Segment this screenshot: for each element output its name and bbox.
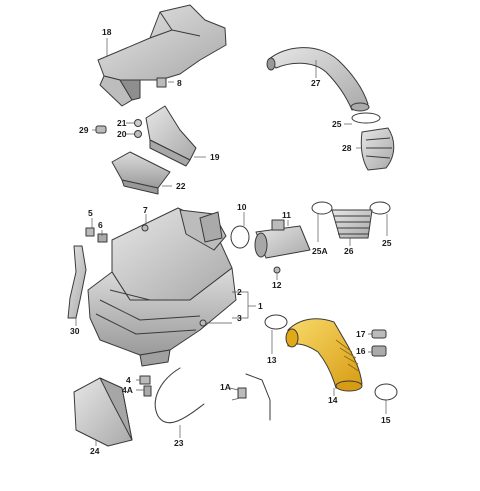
callout-3: 3 [237, 313, 242, 323]
air-duct-part [145, 105, 197, 167]
callout-25-right: 25 [382, 238, 392, 248]
vent-hose-part [237, 373, 271, 421]
elbow-hose-part [360, 127, 395, 171]
callout-1a: 1A [220, 382, 231, 392]
callout-18: 18 [102, 27, 112, 37]
air-flow-sensor-part [254, 219, 311, 259]
hose-clamp-part [374, 383, 398, 401]
hose-clamp-part [311, 112, 391, 215]
callout-25-top: 25 [332, 119, 342, 129]
grommet-part [95, 125, 107, 134]
callout-7: 7 [143, 205, 148, 215]
callout-5: 5 [88, 208, 93, 218]
callout-26: 26 [344, 246, 354, 256]
intake-hose-highlighted-part [285, 318, 363, 392]
callout-8: 8 [177, 78, 182, 88]
callout-4a: 4A [122, 385, 133, 395]
fitting-part [371, 329, 387, 357]
o-ring-part [230, 225, 250, 249]
callout-11: 11 [282, 210, 291, 220]
callout-21: 21 [117, 118, 127, 128]
callout-17: 17 [356, 329, 366, 339]
callout-22: 22 [176, 181, 186, 191]
callout-15: 15 [381, 415, 391, 425]
screw-part [273, 266, 281, 274]
bracket-part [67, 245, 87, 319]
intake-guide-part [73, 377, 133, 447]
callout-19: 19 [210, 152, 220, 162]
callout-25a: 25A [312, 246, 328, 256]
callout-24: 24 [90, 446, 100, 456]
callout-10: 10 [237, 202, 247, 212]
callout-1: 1 [258, 301, 263, 311]
callout-23: 23 [174, 438, 184, 448]
callout-29: 29 [79, 125, 89, 135]
callout-16: 16 [356, 346, 366, 356]
callout-30: 30 [70, 326, 80, 336]
callout-6: 6 [98, 220, 103, 230]
screw-part [199, 319, 207, 327]
upper-intake-hose-part [266, 47, 370, 112]
clip-part [156, 77, 167, 88]
screw-part [134, 119, 142, 138]
callout-4: 4 [126, 375, 131, 385]
duct-tray-part [111, 151, 171, 195]
corrugated-hose-part [154, 367, 205, 424]
screw-part [141, 224, 149, 232]
intake-cover-part [97, 4, 227, 107]
leader-lines [75, 38, 388, 446]
connector-part [139, 375, 152, 397]
air-filter-housing-part [87, 207, 237, 367]
callout-27: 27 [311, 78, 321, 88]
callout-14: 14 [328, 395, 338, 405]
callout-28: 28 [342, 143, 352, 153]
hose-clamp-part [264, 314, 288, 330]
callout-13: 13 [267, 355, 277, 365]
bellows-hose-part [331, 209, 373, 239]
callout-2: 2 [237, 287, 242, 297]
callout-20: 20 [117, 129, 127, 139]
callout-12: 12 [272, 280, 282, 290]
bolt-part [85, 227, 108, 243]
